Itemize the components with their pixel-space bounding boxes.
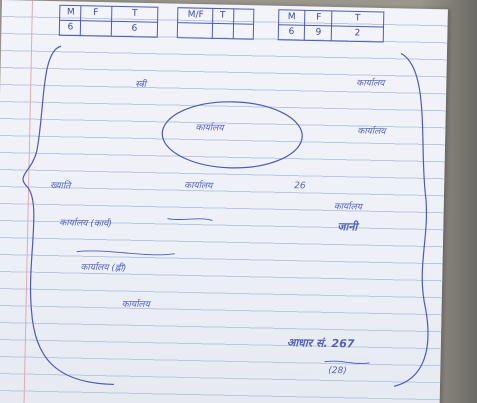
note-bottom-right-2: (28): [328, 365, 347, 377]
cell-r2-7: 9: [315, 27, 322, 38]
note-top-left: स्त्री: [135, 79, 147, 91]
note-center-block: कार्यालय: [121, 299, 150, 311]
cell-r1-8: T: [354, 13, 361, 24]
note-top-right: कार्यालय: [356, 78, 385, 90]
cell-r2-3: 6: [131, 23, 138, 34]
cell-r2-8: 2: [354, 28, 361, 39]
cell-r1-3: T: [131, 8, 138, 19]
cell-r1-2: F: [93, 7, 99, 19]
cell-r1-6: M: [287, 11, 296, 23]
note-right-block-1: कार्यालय: [333, 201, 362, 213]
note-mid-left: ख्याति: [50, 181, 71, 192]
cell-r1-5: T: [219, 10, 226, 21]
note-right-mid: कार्यालय: [357, 126, 386, 138]
ink-drawing: [22, 4, 429, 387]
center-oval: [161, 101, 303, 169]
note-left-block-1: कार्यालय (कार्य): [59, 218, 112, 230]
left-brace: [22, 45, 114, 386]
cell-r1-7: F: [316, 12, 322, 23]
notebook-page: M F T M/F T M F T 6 6 6 9 2 स्त्री कार्य…: [0, 0, 448, 403]
note-right-block-1b: जानी: [337, 220, 358, 234]
note-mid-center: कार्यालय: [184, 180, 213, 192]
note-oval: कार्यालय: [195, 123, 224, 134]
cell-r1-4: M/F: [187, 9, 204, 21]
note-bottom-right: आधार सं. 267: [286, 336, 355, 351]
note-mid-right: 26: [294, 181, 306, 192]
cell-r2-6: 6: [288, 27, 295, 38]
cell-r1-1: M: [66, 7, 75, 18]
note-left-block-2: कार्यालय (ह्ली): [80, 262, 127, 274]
right-brace: [393, 52, 429, 387]
cell-r2-1: 6: [67, 22, 74, 33]
